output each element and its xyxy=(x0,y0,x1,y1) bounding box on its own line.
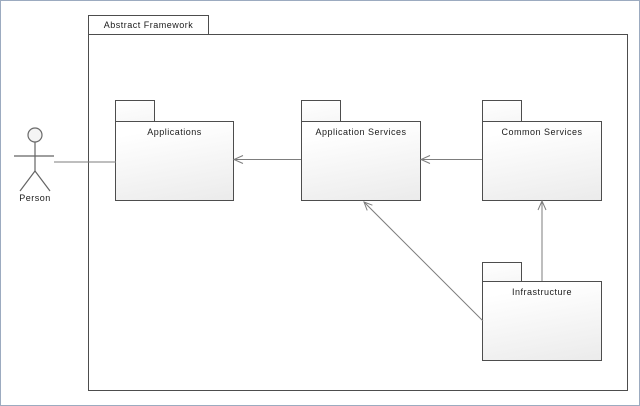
package-infrastructure-tab xyxy=(482,262,522,281)
package-application-services-label: Application Services xyxy=(315,127,407,137)
package-application-services[interactable]: Application Services xyxy=(301,121,421,201)
frame-border xyxy=(88,34,628,391)
actor-right-leg-line xyxy=(34,170,51,192)
actor-person[interactable] xyxy=(14,127,54,192)
package-applications-label: Applications xyxy=(147,127,202,137)
package-common-services-label: Common Services xyxy=(501,127,583,137)
package-common-services[interactable]: Common Services xyxy=(482,121,602,201)
package-common-services-tab xyxy=(482,100,522,121)
actor-person-label: Person xyxy=(19,193,51,203)
package-infrastructure-label: Infrastructure xyxy=(511,287,573,297)
frame-title-tab[interactable]: Abstract Framework xyxy=(88,15,209,34)
package-application-services-tab xyxy=(301,100,341,121)
actor-head xyxy=(27,127,43,143)
package-infrastructure[interactable]: Infrastructure xyxy=(482,281,602,361)
package-applications-tab xyxy=(115,100,155,121)
actor-left-leg-line xyxy=(19,170,36,192)
frame-title: Abstract Framework xyxy=(103,20,194,30)
package-applications[interactable]: Applications xyxy=(115,121,234,201)
